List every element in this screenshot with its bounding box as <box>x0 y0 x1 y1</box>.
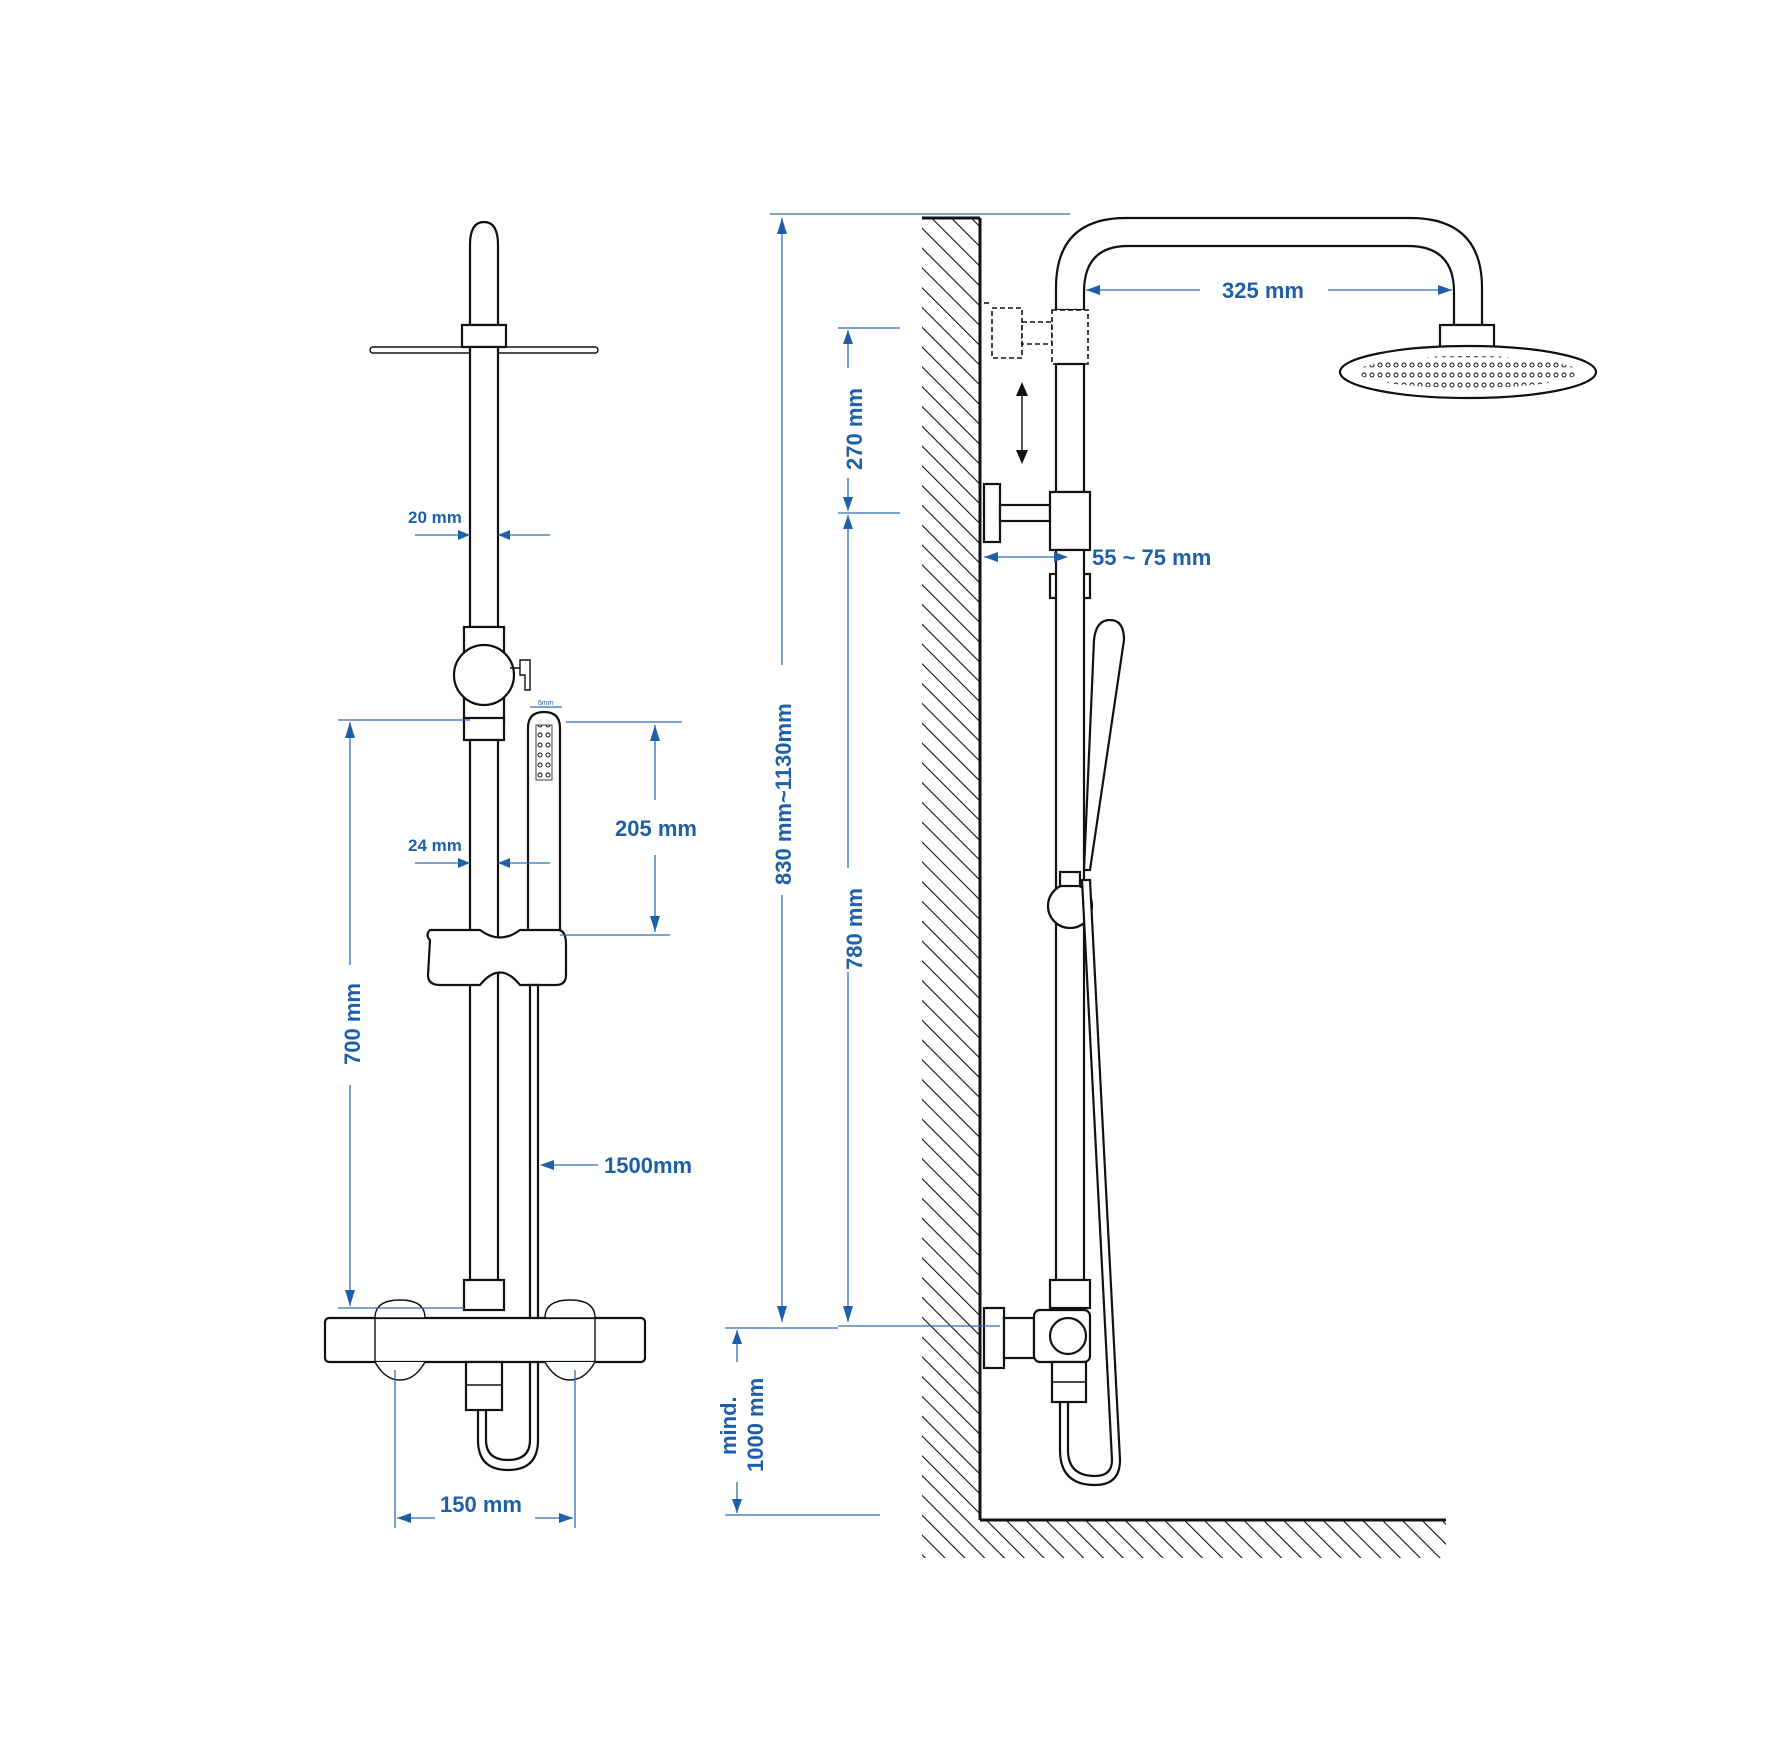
rail-collar-bottom <box>462 1278 506 1312</box>
dim-rail-length: 700 mm <box>340 983 365 1065</box>
dim-total-height: 830 mm~1130mm <box>771 703 796 885</box>
shower-head-neck <box>1438 323 1496 349</box>
mixer-body <box>323 1316 647 1364</box>
dim-fixed-height: 780 mm <box>842 888 867 970</box>
floor-hatch <box>980 1520 1446 1558</box>
hand-shower-nozzles <box>535 724 553 781</box>
dim-mixer-spacing: 150 mm <box>440 1492 522 1517</box>
middle-bracket <box>1048 490 1092 552</box>
diverter-knob <box>452 643 516 707</box>
shower-arm <box>1054 216 1484 327</box>
dim-hose-length: 1500mm <box>604 1153 692 1178</box>
mixer-right-dome <box>544 1299 596 1319</box>
side-view-dimensions: 325 mm 270 mm 55 ~ 75 mm 830 mm~1130mm 7… <box>716 213 1452 1516</box>
dim-min-height-line1: mind. <box>716 1396 741 1455</box>
side-mixer-knob <box>1048 1316 1088 1356</box>
rail-collar-middle <box>462 716 506 742</box>
shower-head-nozzles <box>1358 356 1578 388</box>
outlet-nut <box>464 1360 504 1412</box>
diverter-lever <box>519 659 531 691</box>
dim-wall-distance: 55 ~ 75 mm <box>1092 545 1211 570</box>
rail-top <box>468 220 500 327</box>
dim-adjust-range: 270 mm <box>842 388 867 470</box>
dim-hand-shower-length: 205 mm <box>615 816 697 841</box>
side-view <box>922 216 1598 1558</box>
side-hand-shower <box>1082 618 1126 872</box>
dim-min-height-line2: 1000 mm <box>743 1378 768 1472</box>
side-upper-rail <box>1054 362 1086 494</box>
upper-bracket-dashed <box>991 307 1023 359</box>
rail-collar-top <box>460 323 508 349</box>
mixer-left-dome <box>374 1299 426 1319</box>
dim-hand-shower-top: 6mm <box>538 700 554 707</box>
dim-rail-diameter: 20 mm <box>408 508 462 527</box>
front-view <box>323 220 647 1472</box>
front-view-dimensions: 20 mm 24 mm 700 mm 205 mm 6mm 1500mm <box>338 508 697 1528</box>
slider-holder <box>426 928 568 987</box>
dim-arm-reach: 325 mm <box>1222 278 1304 303</box>
mixer-left-foot <box>374 1361 426 1381</box>
upper-rail <box>468 345 500 629</box>
middle-wall-mount <box>982 482 1002 544</box>
lower-wall-mount <box>982 1306 1006 1370</box>
lower-rail-collar <box>1048 1278 1092 1310</box>
dim-rail-diameter-lower: 24 mm <box>408 836 462 855</box>
mixer-right-foot <box>544 1361 596 1381</box>
wall-hatch <box>922 218 980 1558</box>
lower-rail <box>468 738 500 1282</box>
